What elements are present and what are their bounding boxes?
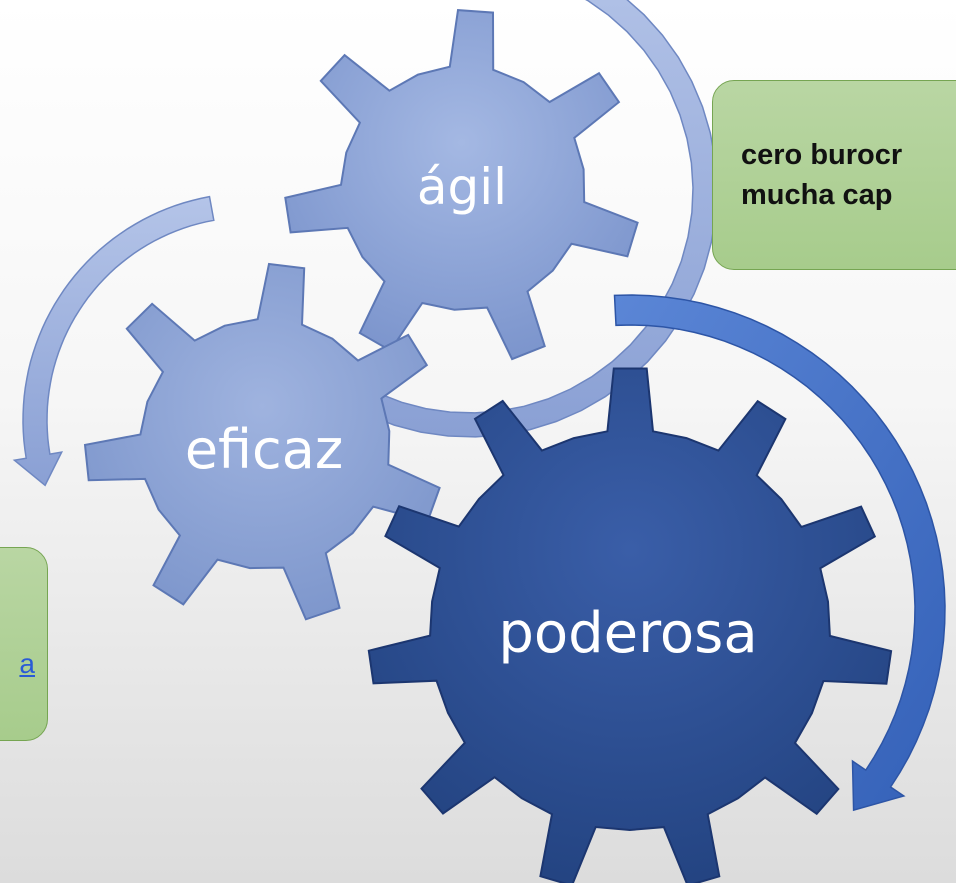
arc-arrow-right xyxy=(613,294,946,812)
arc-arrow-top xyxy=(263,0,718,438)
gear-poderosa-label: poderosa xyxy=(498,601,757,666)
callout-right-line2: mucha cap xyxy=(741,179,893,211)
callout-left-link[interactable]: a xyxy=(19,648,35,679)
arc-arrow-left xyxy=(12,195,215,487)
callout-right-line1: cero burocr xyxy=(741,139,903,171)
gear-eficaz: eficaz xyxy=(83,262,441,621)
gear-agil-label: ágil xyxy=(417,158,507,216)
callout-right: cero burocr mucha cap xyxy=(712,80,956,270)
gear-agil: ágil xyxy=(284,9,639,361)
callout-left: a xyxy=(0,547,48,741)
gear-eficaz-label: eficaz xyxy=(185,418,343,481)
gear-poderosa: poderosa xyxy=(367,367,893,883)
